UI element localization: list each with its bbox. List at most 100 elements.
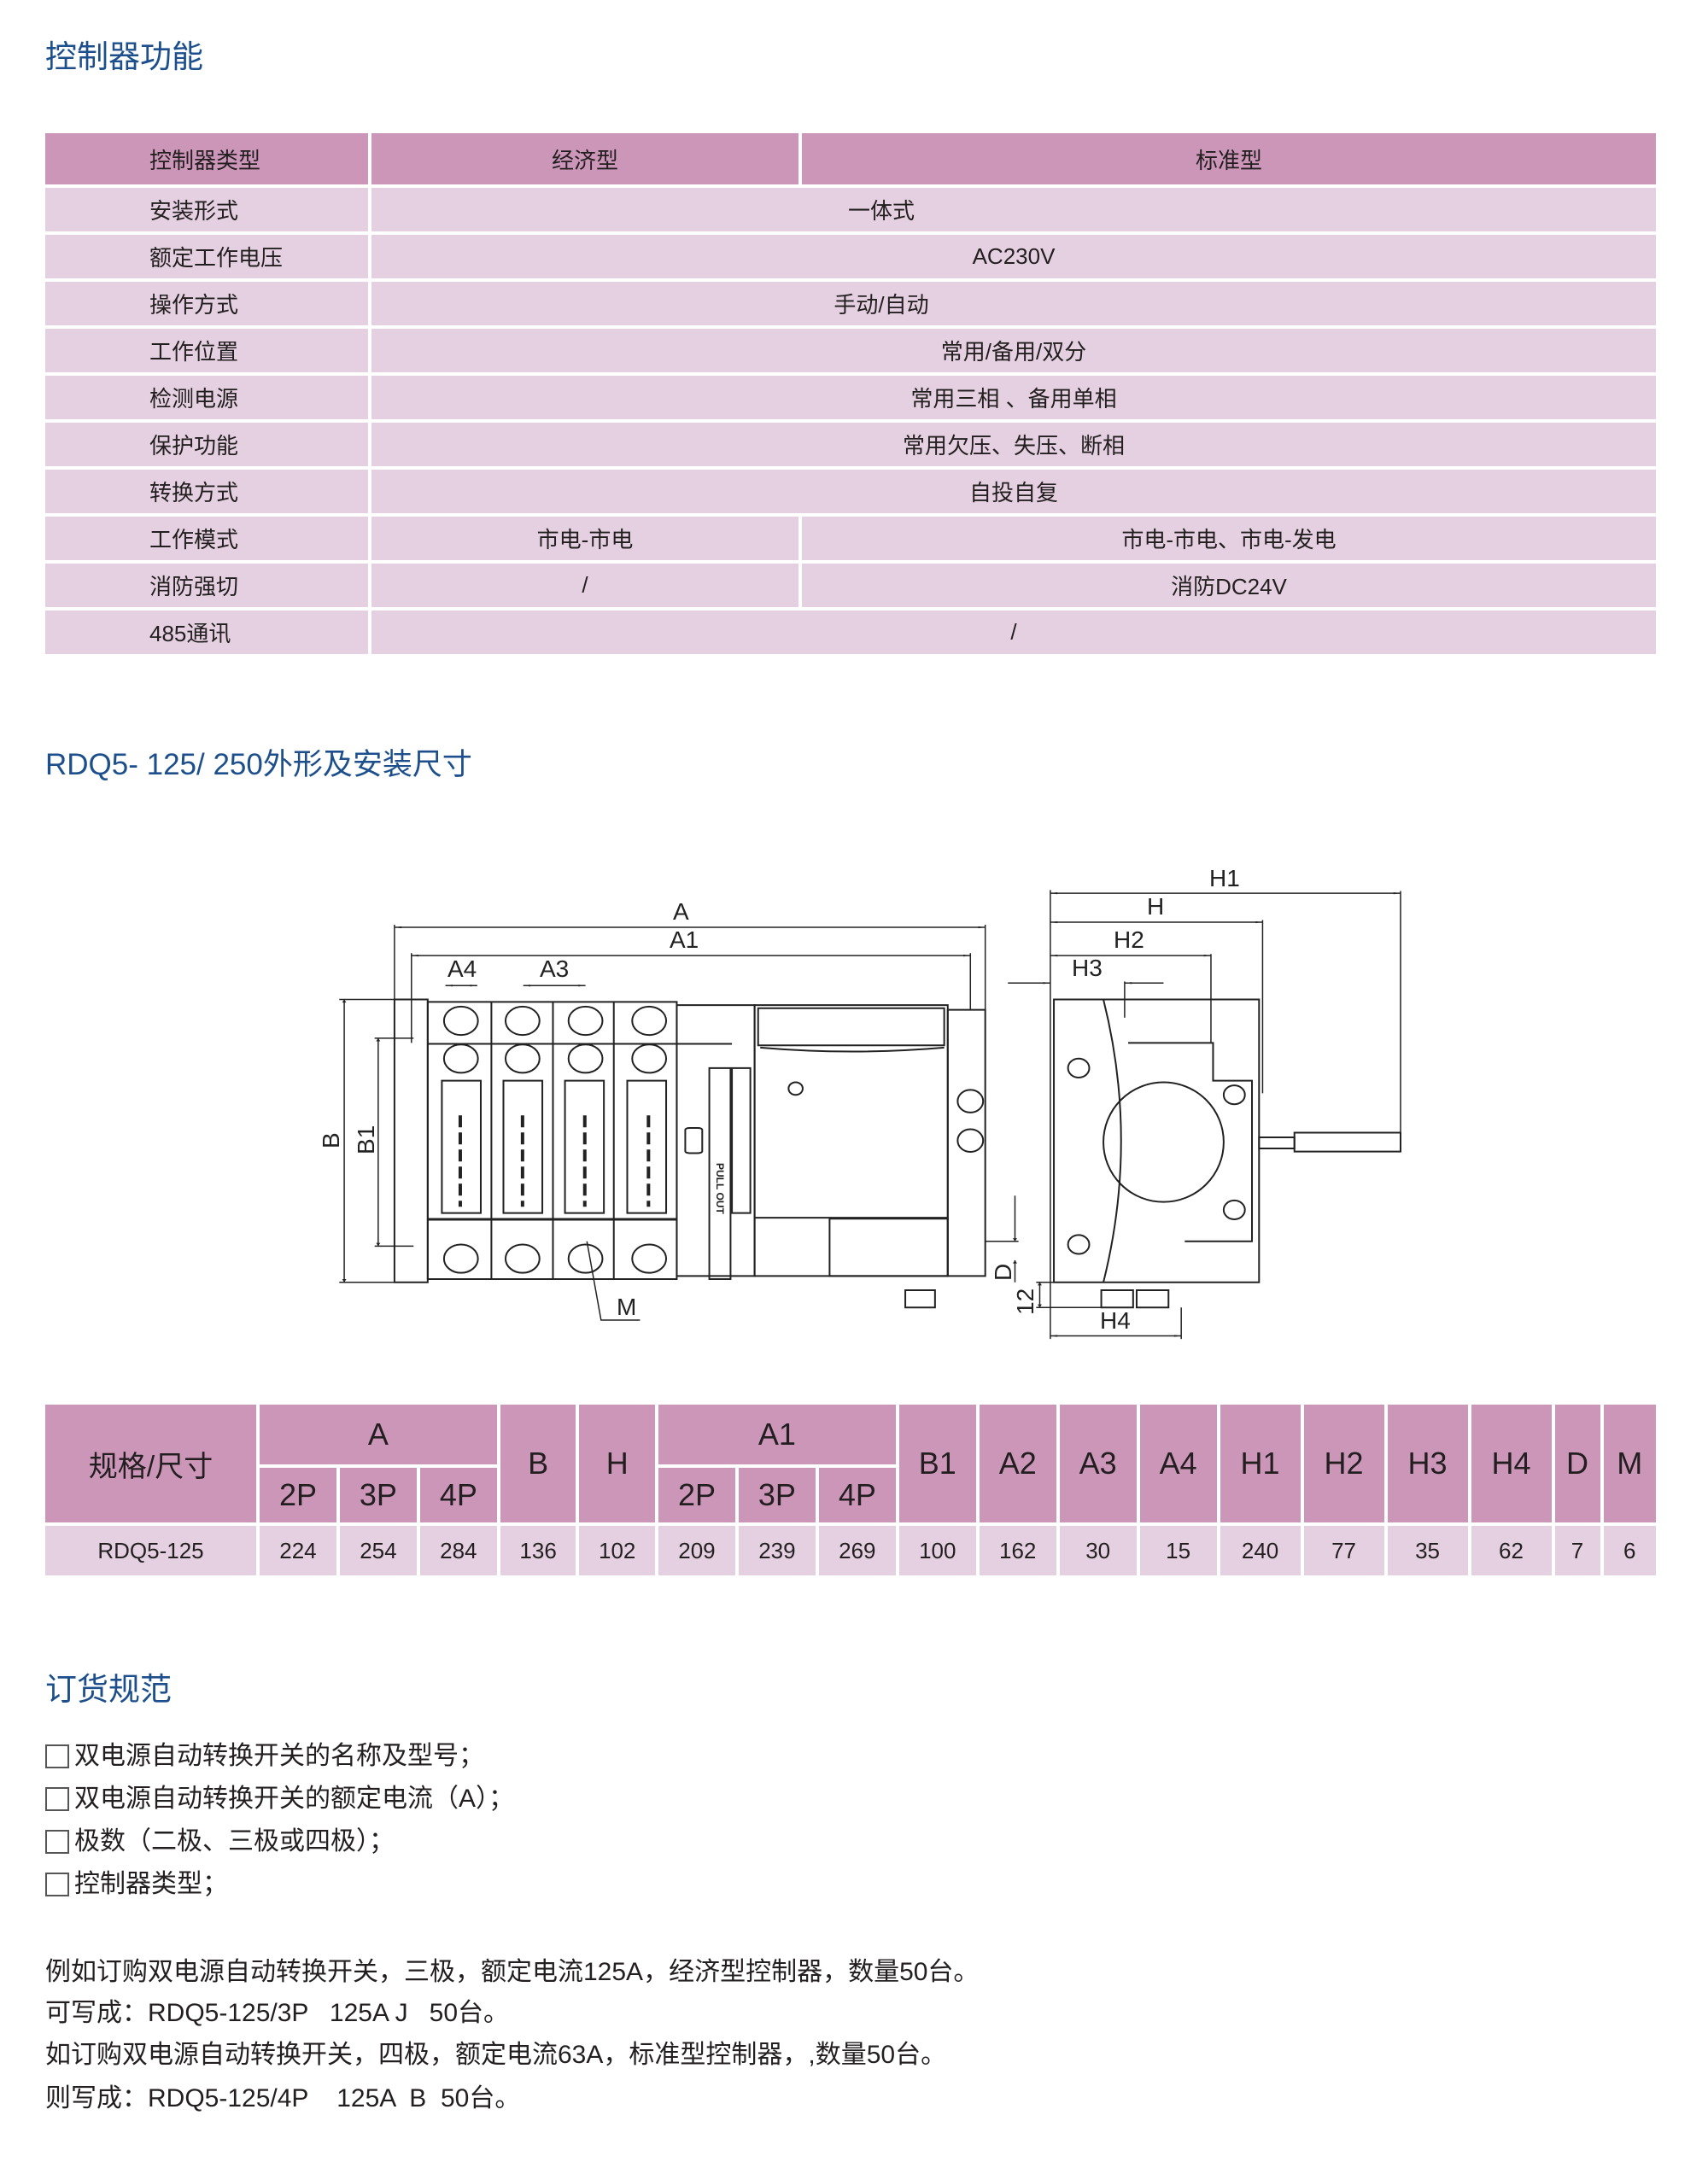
table-row: 转换方式自投自复	[45, 470, 1656, 513]
value-cell: 35	[1387, 1526, 1468, 1575]
checkbox[interactable]	[45, 1873, 69, 1896]
header-cell: 标准型	[802, 133, 1656, 184]
header-A1: A1	[658, 1405, 896, 1464]
table-row: 保护功能常用欠压、失压、断相	[45, 423, 1656, 466]
table-row: 检测电源常用三相 、备用单相	[45, 376, 1656, 419]
row-value: 常用/备用/双分	[371, 329, 1656, 372]
header-A1-4P: 4P	[818, 1468, 896, 1522]
order-item: 双电源自动转换开关的额定电流（A）；	[45, 1786, 514, 1812]
dimension-table: 规格/尺寸 A B H A1 B1 A2 A3 A4 H1 H2 H3 H4 D…	[42, 1401, 1659, 1579]
section-title-dimensions: RDQ5- 125/ 250外形及安装尺寸	[45, 748, 472, 781]
order-item-text: 控制器类型；	[74, 1870, 228, 1898]
table-header-row: 规格/尺寸 A B H A1 B1 A2 A3 A4 H1 H2 H3 H4 D…	[45, 1405, 1656, 1522]
order-item: 双电源自动转换开关的名称及型号；	[45, 1744, 484, 1769]
table-row: 工作位置常用/备用/双分	[45, 329, 1656, 372]
header-A3: A3	[1059, 1405, 1137, 1522]
dim-label-M: M	[617, 1294, 636, 1320]
model-cell: RDQ5-125	[45, 1526, 256, 1575]
dim-label-A: A	[673, 898, 689, 925]
header-A-3P: 3P	[339, 1468, 417, 1522]
header-cell: 控制器类型	[45, 133, 368, 184]
value-cell: 254	[339, 1526, 417, 1575]
header-H3: H3	[1387, 1405, 1468, 1522]
row-label: 工作位置	[45, 329, 368, 372]
dim-label-A3: A3	[540, 955, 569, 982]
table-row: RDQ5-125 224 254 284 136 102 209 239 269…	[45, 1526, 1656, 1575]
standard-value: 消防DC24V	[802, 564, 1656, 607]
row-value: 常用三相 、备用单相	[371, 376, 1656, 419]
dim-label-12: 12	[1012, 1288, 1038, 1315]
header-H2: H2	[1303, 1405, 1384, 1522]
header-A-2P: 2P	[260, 1468, 336, 1522]
dim-label-H4: H4	[1100, 1307, 1131, 1334]
dim-label-H2: H2	[1114, 926, 1144, 953]
value-cell: 240	[1220, 1526, 1301, 1575]
row-value: /	[371, 611, 1656, 654]
front-view	[395, 999, 986, 1307]
section-title-ordering: 订货规范	[45, 1672, 172, 1707]
row-value: 手动/自动	[371, 282, 1656, 325]
header-B: B	[500, 1405, 576, 1522]
row-label: 485通讯	[45, 611, 368, 654]
table-row: 消防强切/消防DC24V	[45, 564, 1656, 607]
row-value: 一体式	[371, 188, 1656, 231]
dim-label-A4: A4	[447, 955, 477, 982]
order-item-text: 双电源自动转换开关的名称及型号；	[74, 1742, 484, 1770]
dim-label-B: B	[318, 1132, 344, 1148]
checkbox[interactable]	[45, 1787, 69, 1811]
row-label: 转换方式	[45, 470, 368, 513]
header-H4: H4	[1471, 1405, 1552, 1522]
table-row: 485通讯/	[45, 611, 1656, 654]
row-label: 额定工作电压	[45, 235, 368, 278]
order-item: 极数（二极、三极或四极）；	[45, 1829, 395, 1855]
row-label: 操作方式	[45, 282, 368, 325]
value-cell: 7	[1554, 1526, 1600, 1575]
pull-out-label: PULL OUT	[714, 1163, 726, 1214]
dim-label-H: H	[1147, 893, 1164, 920]
example-line: 如订购双电源自动转换开关，四极，额定电流63A，标准型控制器，,数量50台。	[45, 2041, 947, 2069]
value-cell: 269	[818, 1526, 896, 1575]
value-cell: 30	[1059, 1526, 1137, 1575]
row-value: 常用欠压、失压、断相	[371, 423, 1656, 466]
value-cell: 77	[1303, 1526, 1384, 1575]
header-H1: H1	[1220, 1405, 1301, 1522]
row-label: 安装形式	[45, 188, 368, 231]
economy-value: 市电-市电	[371, 517, 798, 560]
checkbox[interactable]	[45, 1830, 69, 1854]
order-item: 控制器类型；	[45, 1872, 228, 1897]
table-subheader-row: 2P 3P 4P 2P 3P 4P	[45, 1468, 1656, 1522]
dimension-drawing	[307, 854, 1401, 1341]
pole-modules	[442, 1002, 666, 1279]
value-cell: 162	[979, 1526, 1056, 1575]
dimension-labels: A A1 A4 A3 B B1 M D 12 H1 H H2 H3 H4 PUL…	[318, 865, 1240, 1334]
table-row: 工作模式市电-市电市电-市电、市电-发电	[45, 517, 1656, 560]
header-A1-2P: 2P	[658, 1468, 735, 1522]
value-cell: 136	[500, 1526, 576, 1575]
economy-value: /	[371, 564, 798, 607]
order-item-text: 双电源自动转换开关的额定电流（A）；	[74, 1785, 515, 1813]
dim-label-H3: H3	[1072, 955, 1103, 981]
checkbox[interactable]	[45, 1744, 69, 1768]
table-row: 操作方式手动/自动	[45, 282, 1656, 325]
section-title-controller: 控制器功能	[45, 39, 203, 74]
dim-label-B1: B1	[353, 1125, 379, 1154]
header-A4: A4	[1139, 1405, 1217, 1522]
value-cell: 284	[419, 1526, 497, 1575]
header-A1-3P: 3P	[738, 1468, 816, 1522]
order-item-text: 极数（二极、三极或四极）；	[74, 1827, 395, 1855]
example-line: 例如订购双电源自动转换开关，三极，额定电流125A，经济型控制器，数量50台。	[45, 1958, 980, 1986]
example-line: 可写成：RDQ5-125/3P 125A J 50台。	[45, 1999, 510, 2027]
table-header-row: 控制器类型 经济型 标准型	[45, 133, 1656, 184]
dim-label-D: D	[990, 1264, 1016, 1281]
value-cell: 15	[1139, 1526, 1217, 1575]
value-cell: 102	[579, 1526, 655, 1575]
row-label: 消防强切	[45, 564, 368, 607]
value-cell: 100	[898, 1526, 976, 1575]
table-row: 安装形式一体式	[45, 188, 1656, 231]
header-D: D	[1554, 1405, 1600, 1522]
standard-value: 市电-市电、市电-发电	[802, 517, 1656, 560]
header-H: H	[579, 1405, 655, 1522]
value-cell: 209	[658, 1526, 735, 1575]
